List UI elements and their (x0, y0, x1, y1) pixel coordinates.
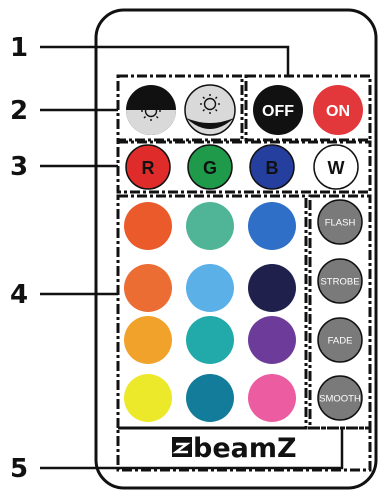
on-label: ON (326, 103, 350, 120)
color-button-r4-c2[interactable] (186, 374, 234, 422)
color-button-r2-c2[interactable] (186, 264, 234, 312)
brightness-down-button[interactable] (126, 85, 176, 135)
rgbw-button-b-label: B (266, 158, 279, 178)
effect-buttons: FLASH STROBE FADE SMOOTH (317, 199, 363, 421)
color-button-r3-c2[interactable] (186, 316, 234, 364)
off-label: OFF (262, 103, 294, 120)
brightness-up-icon (200, 94, 220, 114)
rgbw-button-b[interactable]: B (249, 144, 295, 190)
off-button[interactable]: OFF (253, 85, 303, 135)
callout-4: 4 (10, 280, 28, 310)
color-button-r3-c3[interactable] (248, 316, 296, 364)
rgbw-button-g-label: G (203, 158, 217, 178)
effect-button-strobe[interactable]: STROBE (317, 258, 363, 304)
effect-button-strobe-label: STROBE (320, 277, 359, 288)
callout-numbers: 1 2 3 4 5 (10, 33, 28, 484)
color-button-r2-c1[interactable] (124, 264, 172, 312)
brightness-group-outline (116, 74, 244, 142)
effect-button-flash[interactable]: FLASH (317, 199, 363, 245)
effect-button-flash-label: FLASH (325, 218, 356, 229)
color-button-r4-c1[interactable] (124, 374, 172, 422)
effect-button-fade[interactable]: FADE (317, 317, 363, 363)
callout-2: 2 (10, 96, 28, 126)
brand-outline (116, 426, 372, 472)
on-button[interactable]: ON (313, 85, 363, 135)
effect-button-fade-label: FADE (328, 336, 353, 347)
callout-3: 3 (10, 152, 28, 182)
callout-lines (40, 45, 344, 470)
rgbw-button-r[interactable]: R (125, 144, 171, 190)
brand-text: beamZ (193, 433, 297, 464)
rgbw-button-g[interactable]: G (187, 144, 233, 190)
callout-5: 5 (10, 454, 28, 484)
brightness-down-icon (141, 101, 161, 121)
color-button-r1-c1[interactable] (124, 202, 172, 250)
color-grid (124, 202, 296, 422)
callout-1: 1 (10, 33, 28, 63)
power-group-outline (244, 74, 372, 142)
color-button-r1-c2[interactable] (186, 202, 234, 250)
effects-outline (308, 194, 372, 430)
rgbw-button-w-label: W (328, 158, 345, 178)
color-button-r1-c3[interactable] (248, 202, 296, 250)
brightness-up-button[interactable] (184, 84, 236, 136)
color-grid-outline (116, 194, 308, 430)
brand-logo: beamZ (172, 433, 297, 464)
color-button-r2-c3[interactable] (248, 264, 296, 312)
rgbw-button-r-label: R (142, 158, 155, 178)
color-button-r3-c1[interactable] (124, 316, 172, 364)
rgbw-group-outline (116, 140, 372, 194)
group-outlines (116, 74, 372, 472)
effect-button-smooth-label: SMOOTH (319, 394, 361, 405)
beamz-logo-icon (172, 437, 192, 457)
rgbw-button-w[interactable]: W (313, 144, 359, 190)
effect-button-smooth[interactable]: SMOOTH (317, 375, 363, 421)
color-button-r4-c3[interactable] (248, 374, 296, 422)
